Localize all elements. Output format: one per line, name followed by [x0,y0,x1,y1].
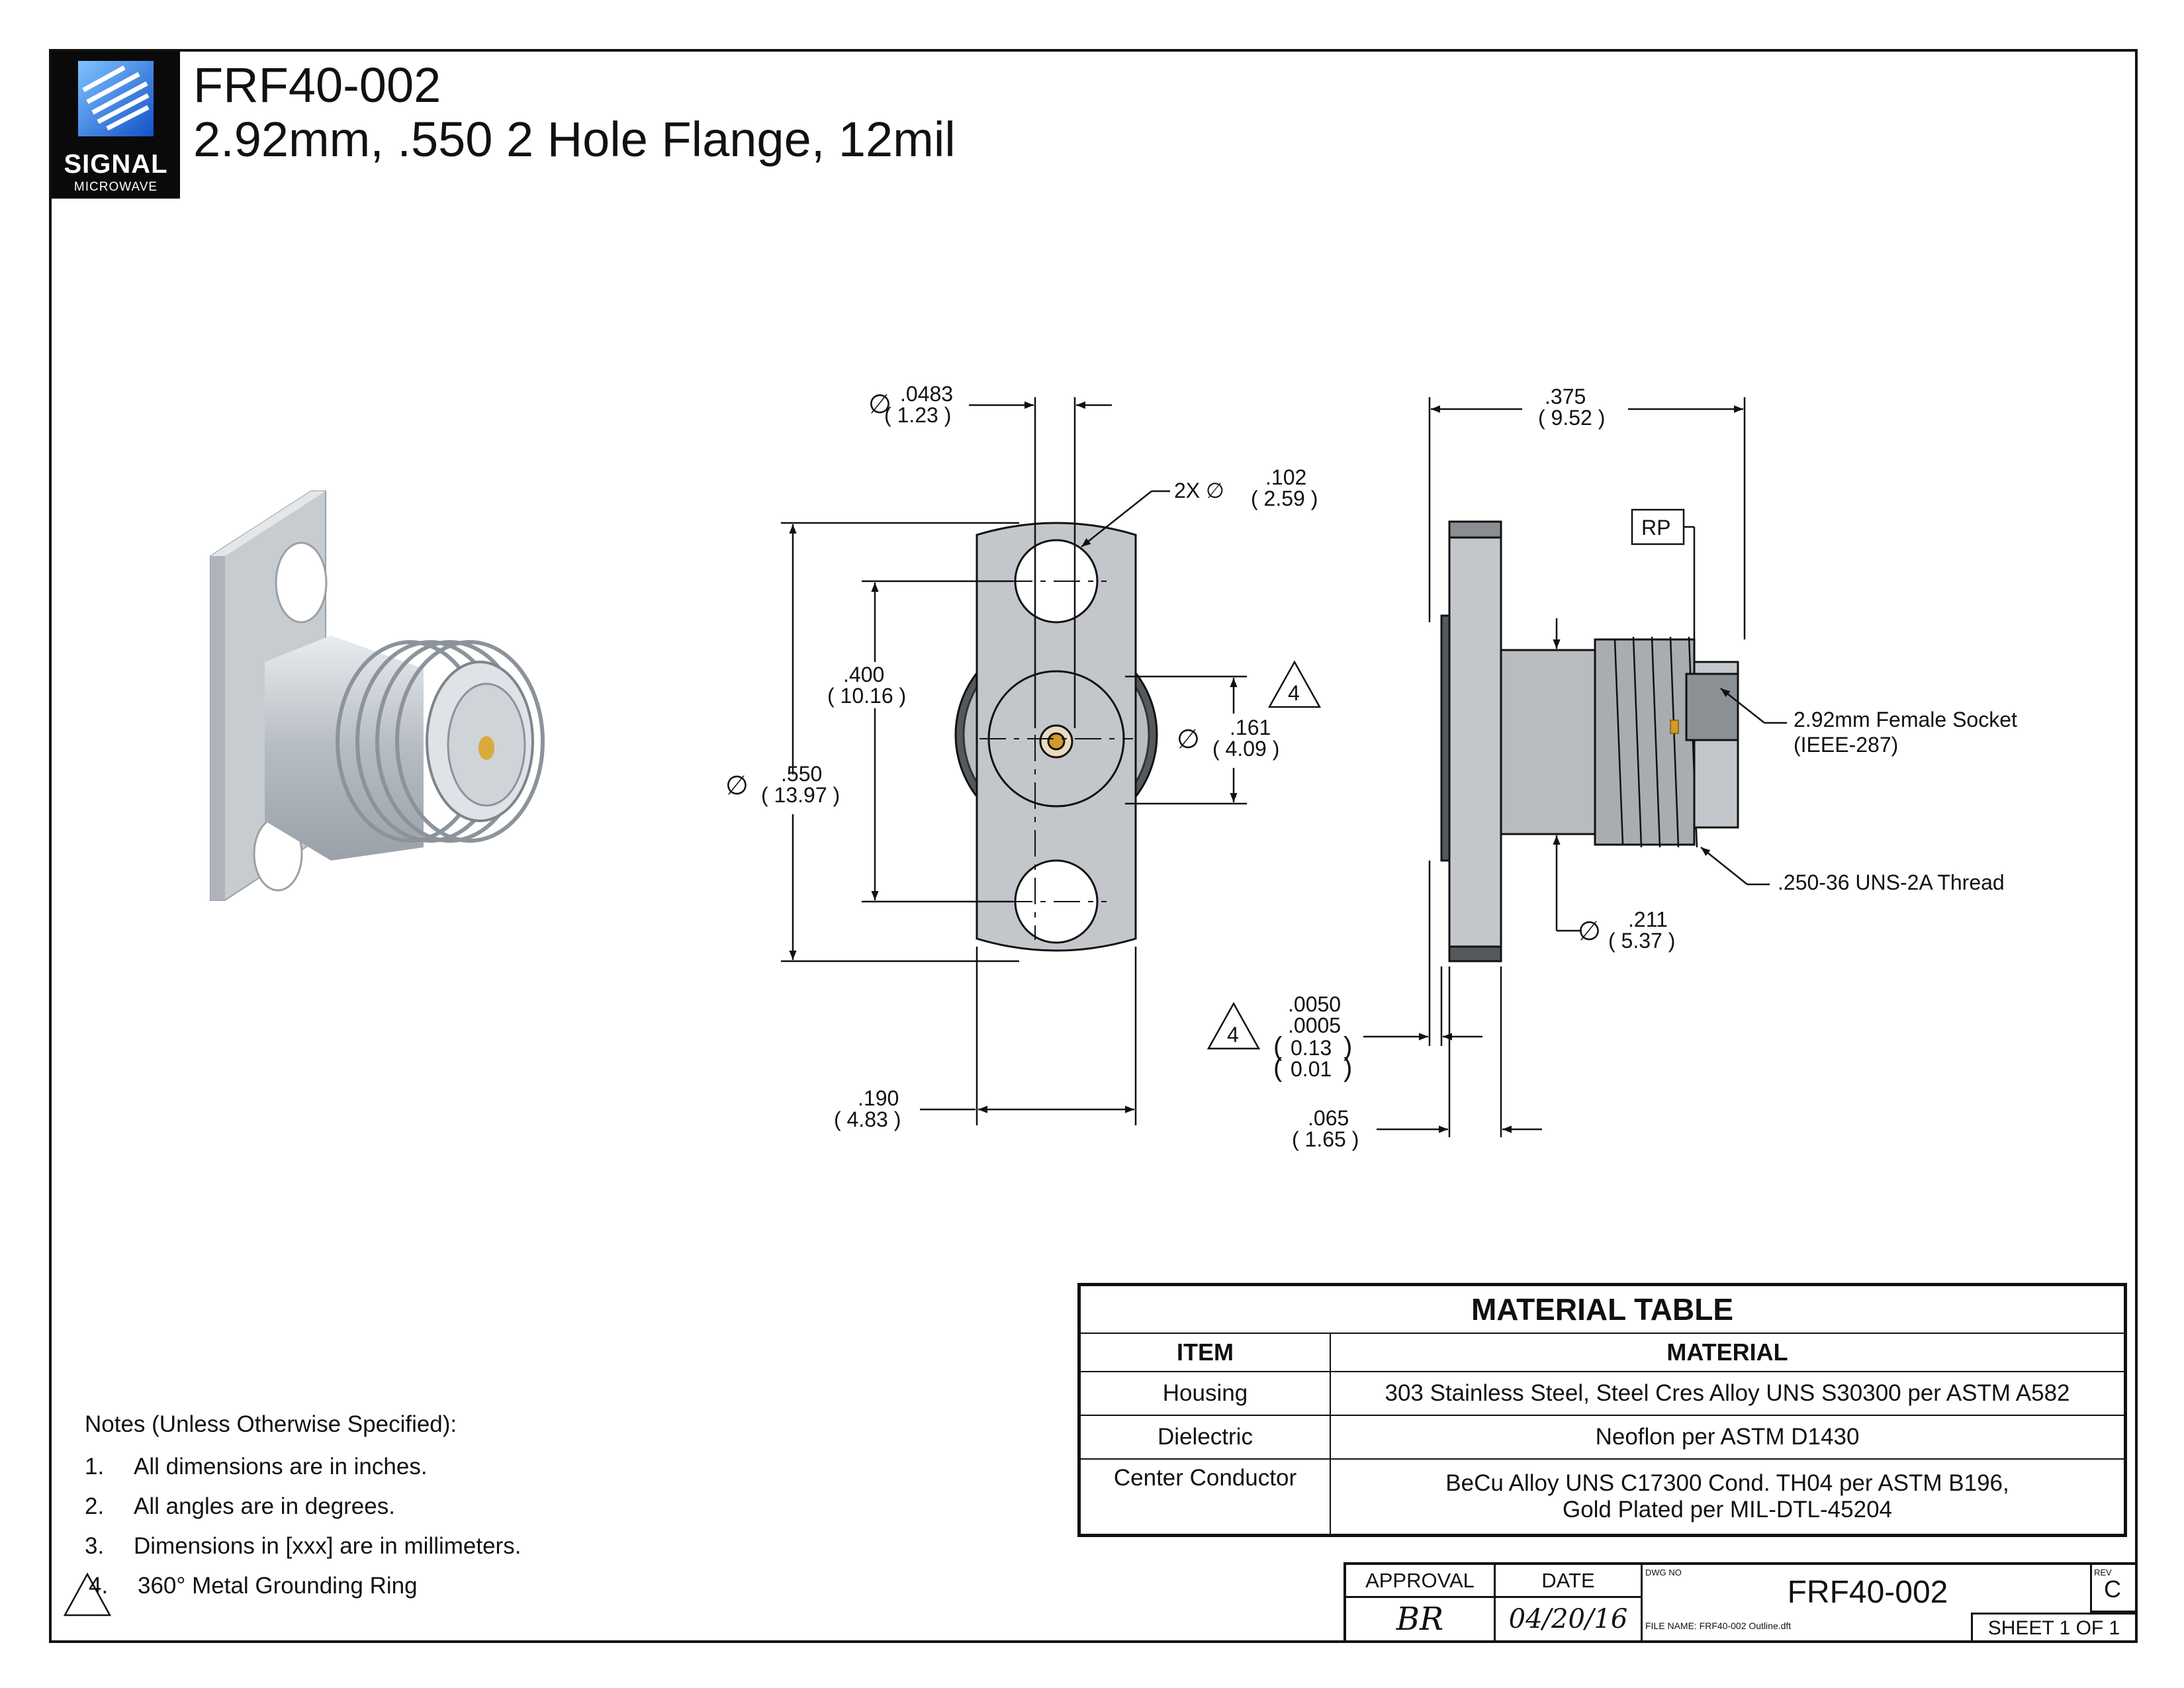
svg-text:(: ( [1273,1053,1283,1082]
ring-height-in-max: .0050 [1288,992,1341,1016]
note-text: 360° Metal Grounding Ring [138,1573,418,1599]
flange-thickness-in: .065 [1308,1106,1349,1130]
note-text: All dimensions are in inches. [134,1454,428,1479]
rev-label: REV [2094,1568,2112,1577]
flange-width-in: .190 [858,1086,899,1110]
material-table-title: MATERIAL TABLE [1078,1284,2126,1334]
note-4-flag-icon [1267,660,1322,708]
notes-title: Notes (Unless Otherwise Specified): [85,1411,457,1437]
material-table: MATERIAL TABLE ITEM MATERIAL Housing 303… [1077,1283,2127,1537]
body-dia-in: .211 [1628,908,1668,931]
flange-thickness-mm: ( 1.65 ) [1292,1127,1359,1151]
material-value: Neoflon per ASTM D1430 [1330,1415,2126,1460]
hole-dia-prefix: 2X ∅ [1174,479,1224,502]
notes-section: Notes (Unless Otherwise Specified): 1. A… [85,1411,521,1613]
approval-date: 04/20/16 [1496,1598,1643,1640]
table-row: Dielectric Neoflon per ASTM D1430 [1078,1415,2126,1460]
ring-height-mm-max: 0.13 [1291,1036,1332,1060]
note-text: Dimensions in [xxx] are in millimeters. [134,1533,522,1559]
sheet-number: SHEET 1 OF 1 [1971,1613,2135,1643]
side-view [1440,520,1739,962]
rev-cell [2090,1565,2135,1613]
hole-dia-in: .102 [1265,465,1306,489]
isometric-view [210,491,545,901]
note-item: 2. All angles are in degrees. [85,1493,521,1520]
material-item: Dielectric [1078,1415,1331,1460]
material-item: Housing [1078,1371,1331,1416]
rev-value: C [2104,1575,2121,1603]
pin-dia-symbol: ∅ [868,390,891,419]
svg-text:): ) [1343,1053,1352,1082]
note-number: 4. [89,1573,109,1599]
note-item: 1. All dimensions are in inches. [85,1454,521,1480]
ring-height-in-min: .0005 [1288,1013,1341,1037]
ring-height-mm-min: 0.01 [1291,1057,1332,1081]
dwg-number: FRF40-002 [1787,1575,1948,1610]
approval-label: APPROVAL [1346,1565,1496,1598]
file-name: FILE NAME: FRF40-002 Outline.dft [1645,1620,1792,1631]
pin-dia-in: .0483 [900,382,953,406]
material-value-line2: Gold Plated per MIL-DTL-45204 [1562,1497,1893,1523]
logo-text-microwave: MICROWAVE [73,180,158,194]
ref-plane-label: RP [1641,516,1670,539]
approval-initials: BR [1346,1598,1496,1640]
ring-note-flag: 4 [1288,681,1300,705]
note-4-flag-icon [63,1572,112,1617]
svg-text:(: ( [1273,1032,1283,1061]
title-block: APPROVAL DATE BR 04/20/16 DWG NO FRF40-0… [1343,1562,2135,1643]
note-number: 3. [85,1533,105,1559]
hole-spacing-mm: ( 10.16 ) [827,684,906,708]
pin-dia-mm: ( 1.23 ) [884,403,951,427]
note-number: 2. [85,1493,105,1519]
flange-length-mm: ( 13.97 ) [761,783,840,807]
dwg-no-label: DWG NO [1645,1568,1682,1577]
note-item: 3. Dimensions in [xxx] are in millimeter… [85,1533,521,1560]
material-value: BeCu Alloy UNS C17300 Cond. TH04 per AST… [1445,1470,2009,1496]
ring-dia-mm: ( 4.09 ) [1212,737,1279,761]
thread-note: .250-36 UNS-2A Thread [1778,870,2005,894]
body-dia-symbol: ∅ [1578,917,1601,946]
drawing-frame [49,49,2138,1643]
signal-microwave-logo: SIGNAL MICROWAVE [52,52,180,199]
socket-note-line2: (IEEE-287) [1794,733,1898,757]
note-number: 1. [85,1454,105,1479]
logo-mark-icon [78,61,154,136]
socket-note-line1: 2.92mm Female Socket [1794,708,2017,731]
table-row: Center Conductor BeCu Alloy UNS C17300 C… [1078,1458,2126,1536]
note-item: 4. 360° Metal Grounding Ring [85,1573,521,1599]
material-value: 303 Stainless Steel, Steel Cres Alloy UN… [1330,1371,2126,1416]
svg-text:): ) [1343,1032,1352,1061]
logo-text-signal: SIGNAL [64,150,168,179]
material-table-header-item: ITEM [1078,1333,1331,1372]
body-dia-mm: ( 5.37 ) [1608,929,1675,953]
note-flag-icons [63,660,1322,1617]
flange-width-mm: ( 4.83 ) [834,1107,901,1131]
table-row: Housing 303 Stainless Steel, Steel Cres … [1078,1371,2126,1416]
front-view-dimensions [781,397,1247,1125]
flange-length-in: .550 [781,762,822,786]
front-view [954,496,1158,952]
dimension-labels: ∅ .0483 ( 1.23 ) 2X ∅ .102 ( 2.59 ) .400… [725,382,2017,1151]
part-description-title: 2.92mm, .550 2 Hole Flange, 12mil [193,112,956,167]
ring-dia-symbol: ∅ [1177,725,1200,754]
note-text: All angles are in degrees. [134,1493,395,1519]
part-number-title: FRF40-002 [193,58,441,113]
ring-dia-in: .161 [1230,716,1271,739]
date-label: DATE [1496,1565,1643,1598]
flange-length-symbol: ∅ [725,771,749,800]
overall-length-mm: ( 9.52 ) [1538,406,1605,430]
note-4-flag-icon [1206,1002,1261,1050]
material-value-multiline: BeCu Alloy UNS C17300 Cond. TH04 per AST… [1330,1458,2126,1536]
overall-length-in: .375 [1545,385,1586,408]
side-view-dimensions [1363,397,1787,1137]
material-table-header-material: MATERIAL [1330,1333,2126,1372]
hole-spacing-in: .400 [843,663,884,686]
ring-height-note-flag: 4 [1227,1023,1239,1047]
hole-dia-mm: ( 2.59 ) [1251,487,1318,510]
material-item: Center Conductor [1078,1458,1331,1536]
